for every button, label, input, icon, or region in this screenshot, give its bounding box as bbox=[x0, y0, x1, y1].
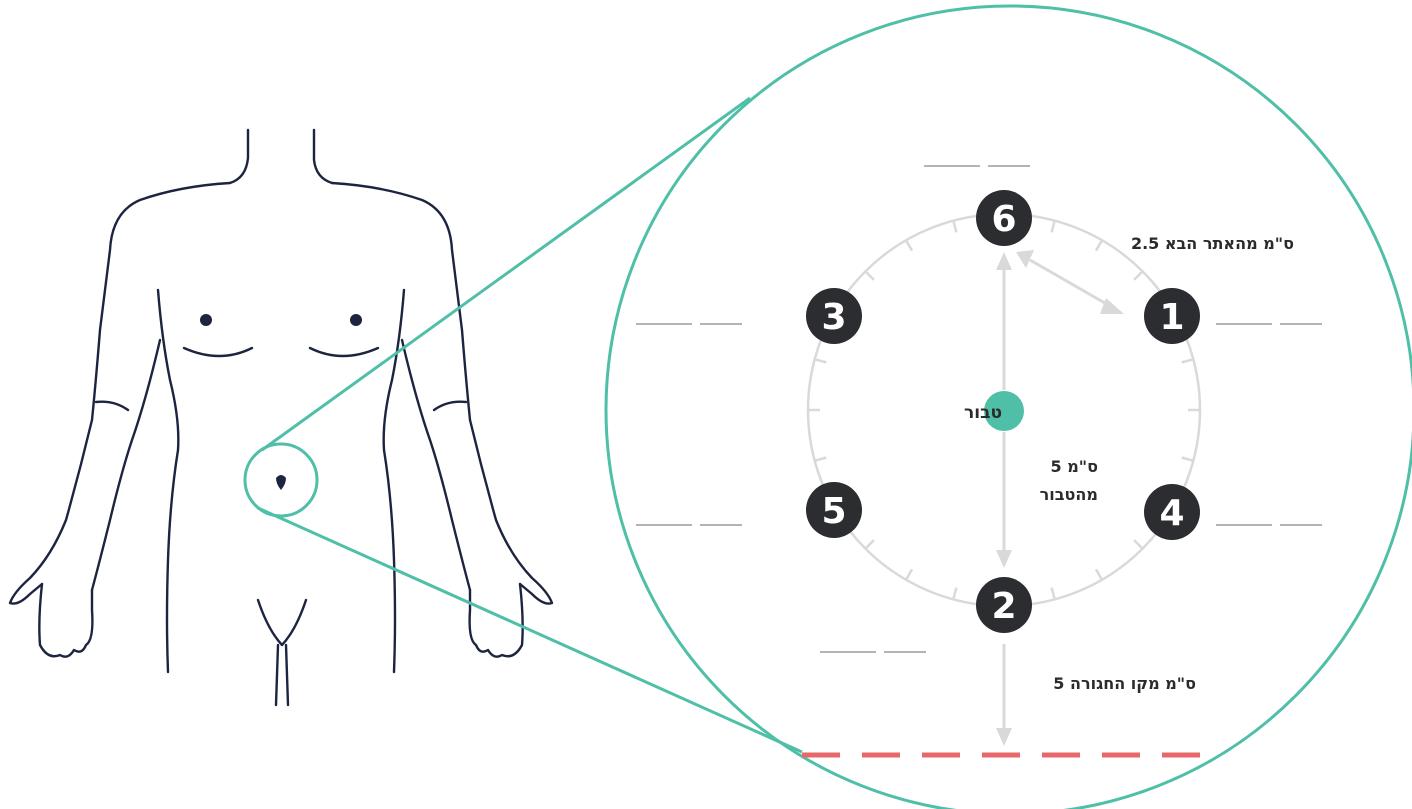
dial-tick bbox=[864, 539, 875, 550]
blank-lines bbox=[636, 165, 1322, 653]
arrow-navel-to-6 bbox=[996, 252, 1012, 390]
from-navel-label-line2: מהטבור bbox=[1040, 485, 1098, 504]
dial-tick bbox=[1181, 358, 1194, 364]
navel-label: טבור bbox=[964, 403, 1002, 423]
site-badge-6: 6 bbox=[976, 190, 1032, 246]
dial-tick bbox=[1050, 220, 1056, 233]
dial-tick bbox=[814, 358, 827, 364]
dial-tick bbox=[864, 270, 875, 281]
site-badge-5: 5 bbox=[806, 482, 862, 538]
dial-tick bbox=[1094, 239, 1104, 252]
site-badge-3: 3 bbox=[806, 288, 862, 344]
site-number-1: 1 bbox=[1159, 297, 1184, 338]
navel-dot bbox=[984, 391, 1024, 431]
right-nipple bbox=[350, 314, 362, 326]
site-badge-2: 2 bbox=[976, 577, 1032, 633]
dial-tick bbox=[1181, 456, 1194, 462]
dial-ticks bbox=[808, 220, 1200, 600]
navel-mark bbox=[276, 475, 286, 490]
zoom-source-circle bbox=[243, 442, 319, 518]
zoom-magnifier-circle bbox=[604, 4, 1412, 809]
site-number-2: 2 bbox=[991, 586, 1016, 627]
arrow-navel-to-2 bbox=[996, 432, 1012, 568]
dial-tick bbox=[1050, 587, 1056, 600]
arrow-site-6-to-1 bbox=[1016, 250, 1124, 314]
site-number-3: 3 bbox=[821, 297, 846, 338]
from-navel-label-line1: 5 ס"מ bbox=[1051, 457, 1099, 476]
dial-tick bbox=[1133, 270, 1144, 281]
dial-tick bbox=[1094, 568, 1104, 581]
dial-tick bbox=[952, 587, 958, 600]
from-belt-label: 5 ס"מ מקו החגורה bbox=[1053, 674, 1196, 693]
site-number-5: 5 bbox=[821, 491, 846, 532]
site-badge-4: 4 bbox=[1144, 484, 1200, 540]
site-number-4: 4 bbox=[1159, 493, 1184, 534]
dial-tick bbox=[904, 239, 914, 252]
arrow-2-to-belt bbox=[996, 644, 1012, 746]
dial-tick bbox=[814, 456, 827, 462]
dial-tick bbox=[904, 568, 914, 581]
dial-tick bbox=[952, 220, 958, 233]
zoom-connector bbox=[243, 4, 1412, 809]
site-number-6: 6 bbox=[991, 199, 1016, 240]
site-badge-1: 1 bbox=[1144, 288, 1200, 344]
dial-tick bbox=[1133, 539, 1144, 550]
next-site-label: 2.5 ס"מ מהאתר הבא bbox=[1131, 234, 1294, 253]
left-nipple bbox=[200, 314, 212, 326]
body-outline bbox=[8, 128, 554, 707]
